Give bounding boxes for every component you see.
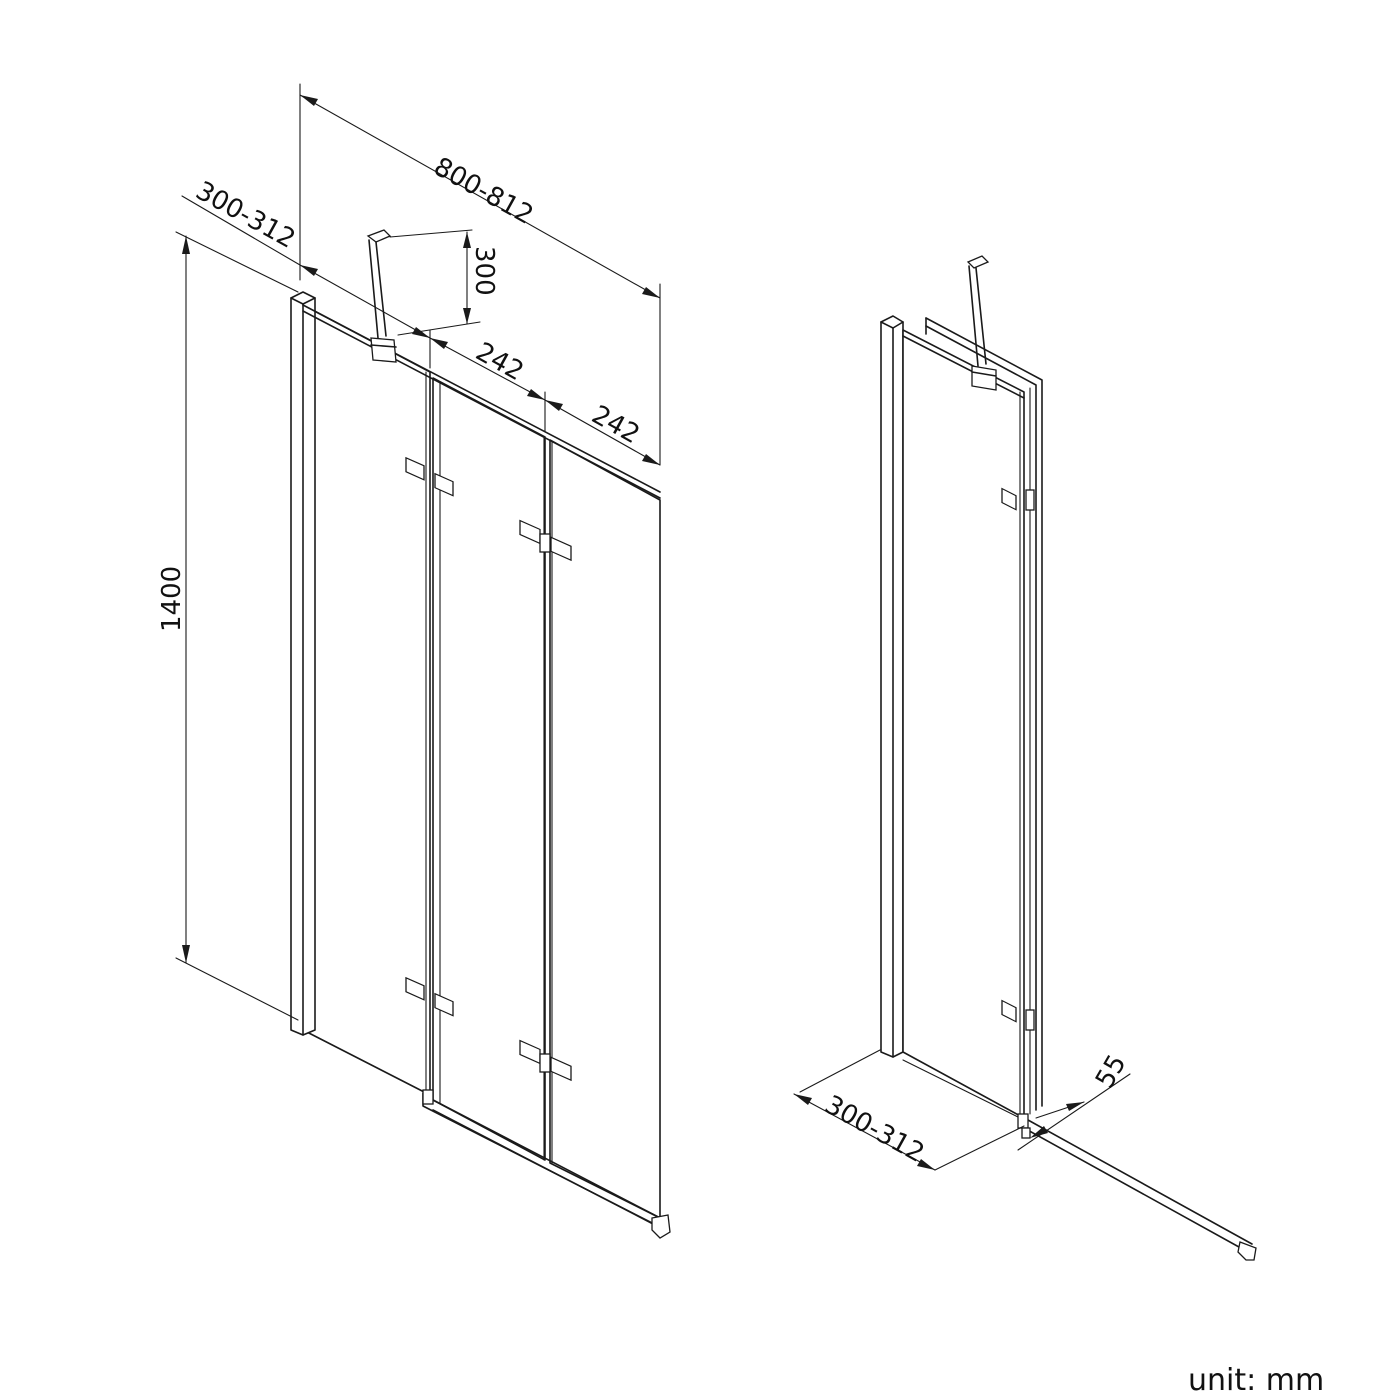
dimension-side-width: 300-312 xyxy=(793,1090,1025,1171)
side-support-arm xyxy=(966,255,997,391)
side-view: 300-312 55 xyxy=(793,255,1257,1261)
side-bottom-track xyxy=(1017,1113,1257,1261)
dimension-label-folding-panel-1: 242 xyxy=(471,337,529,387)
dimension-label-folding-panel-2: 242 xyxy=(587,400,645,450)
side-hinge-top xyxy=(1001,487,1017,511)
dimension-label-fixed-panel: 300-312 xyxy=(191,176,301,255)
dimension-label-overall-width: 800-812 xyxy=(429,152,539,231)
dimension-support-arm: 300 xyxy=(389,229,499,336)
folding-glass-panel-1 xyxy=(432,377,546,1161)
side-glass-panel xyxy=(902,329,1025,1119)
wall-profile xyxy=(290,291,316,1036)
fixed-glass-panel xyxy=(302,304,431,1096)
dimension-label-side-width: 300-312 xyxy=(820,1090,930,1169)
unit-label: unit: mm xyxy=(1188,1363,1324,1398)
hinge-bottom-left xyxy=(405,976,454,1017)
dimension-side-offset: 55 xyxy=(1017,1050,1133,1151)
dimension-label-side-offset: 55 xyxy=(1090,1050,1133,1094)
dimension-label-support-arm: 300 xyxy=(469,246,499,296)
dimension-height: 1400 xyxy=(157,231,299,1021)
hinge-top-left xyxy=(405,456,454,497)
hinge-bottom-right xyxy=(519,1039,572,1082)
side-hinge-bottom xyxy=(1001,999,1017,1023)
front-view: 800-812 300-312 300 242 xyxy=(157,83,671,1239)
dimension-label-height: 1400 xyxy=(157,566,187,632)
bottom-track xyxy=(422,1089,671,1239)
hinge-top-right xyxy=(519,519,572,562)
support-arm xyxy=(366,229,397,363)
